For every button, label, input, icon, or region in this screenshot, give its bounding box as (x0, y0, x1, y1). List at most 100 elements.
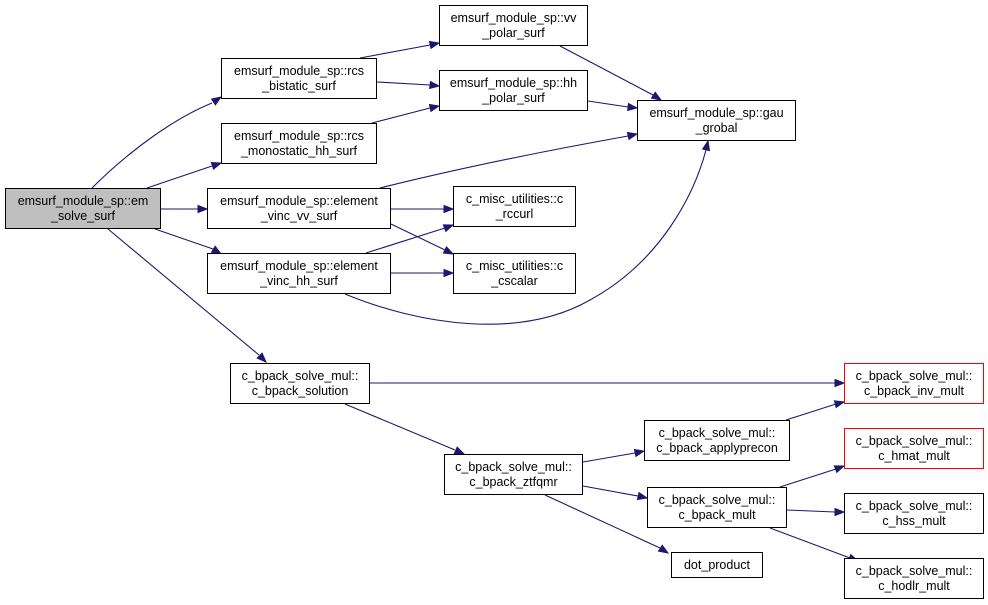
node-label-line: c_bpack_solve_mul:: (658, 492, 776, 507)
node-label-line: c_misc_utilities::c (465, 191, 564, 206)
node-label-line: emsurf_module_sp::vv (450, 10, 577, 25)
arrowhead-em-to-bpack-solution (256, 352, 267, 363)
node-label-line: c_bpack_solve_mul:: (855, 563, 973, 578)
edge-solution-to-ztfqmr (344, 403, 456, 451)
arrowhead-mult-to-hss-mult (834, 507, 846, 517)
node-c-bpack-applyprecon[interactable]: c_bpack_solve_mul:: c_bpack_applyprecon (644, 420, 790, 461)
edge-em-to-element-hh (154, 228, 214, 250)
node-label-line: c_bpack_applyprecon (656, 440, 778, 455)
node-label-line: c_bpack_solve_mul:: (455, 459, 572, 474)
node-label-line: _grobal (695, 120, 738, 135)
node-element-vinc-hh-surf[interactable]: emsurf_module_sp::element _vinc_hh_surf (207, 253, 391, 294)
node-c-bpack-inv-mult[interactable]: c_bpack_solve_mul:: c_bpack_inv_mult (844, 363, 984, 404)
edge-applyprecon-to-inv-mult (785, 403, 837, 421)
arrowhead-monostatic-to-hh-polar (428, 103, 441, 113)
node-label-line: c_bpack_solution (251, 383, 349, 398)
edge-mult-to-hodlr-mult (769, 527, 851, 559)
arrowhead-element-vv-to-rccurl (443, 204, 455, 214)
edge-ztfqmr-to-dot-product (544, 494, 661, 549)
node-label-line: emsurf_module_sp::rcs (234, 128, 364, 143)
node-element-vinc-vv-surf[interactable]: emsurf_module_sp::element _vinc_vv_surf (207, 188, 391, 229)
node-label-line: emsurf_module_sp::em (17, 193, 149, 208)
edge-mult-to-hss-mult (786, 509, 836, 513)
node-label-line: c_bpack_solve_mul:: (241, 368, 359, 383)
node-rcs-monostatic-hh-surf[interactable]: emsurf_module_sp::rcs _monostatic_hh_sur… (221, 123, 377, 164)
node-label-line: c_bpack_solve_mul:: (658, 425, 776, 440)
node-label-line: c_hmat_mult (878, 448, 950, 463)
arrowhead-ztfqmr-to-applyprecon (633, 448, 646, 458)
node-dot-product[interactable]: dot_product (671, 552, 763, 578)
node-label-line: _polar_surf (482, 90, 545, 105)
node-label-line: emsurf_module_sp::element (220, 258, 378, 273)
arrowhead-ztfqmr-to-dot-product (657, 544, 670, 554)
arrowhead-mult-to-hmat-mult (833, 465, 846, 474)
edge-monostatic-to-hh-polar (371, 107, 431, 124)
edge-element-hh-to-rccurl (365, 227, 446, 254)
node-label-line: c_bpack_mult (678, 507, 756, 522)
node-label-line: _solve_surf (51, 208, 115, 223)
arrowhead-element-vv-to-gau (626, 131, 639, 141)
arrowhead-applyprecon-to-inv-mult (833, 400, 846, 409)
arrowhead-solution-to-ztfqmr (453, 446, 466, 455)
arrowhead-ztfqmr-to-mult (636, 491, 649, 501)
node-label-line: dot_product (683, 557, 751, 572)
node-label-line: c_bpack_solve_mul:: (855, 368, 973, 383)
edge-em-to-bpack-solution (107, 228, 260, 356)
edge-vv-polar-to-gau (559, 45, 654, 96)
node-label-line: _cscalar (491, 273, 538, 288)
node-label-line: _vinc_hh_surf (260, 273, 338, 288)
edge-mult-to-hmat-mult (779, 468, 837, 488)
node-c-bpack-ztfqmr[interactable]: c_bpack_solve_mul:: c_bpack_ztfqmr (444, 454, 583, 495)
arrowhead-element-hh-to-gau (701, 139, 711, 152)
arrowhead-solution-to-inv-mult (834, 378, 846, 388)
edge-em-to-rcs-bistatic (91, 102, 213, 189)
node-label-line: c_bpack_solve_mul:: (855, 433, 973, 448)
node-label-line: c_hodlr_mult (878, 578, 950, 593)
node-label-line: emsurf_module_sp::hh (449, 75, 578, 90)
node-c-cscalar[interactable]: c_misc_utilities::c _cscalar (453, 253, 576, 294)
node-label-line: _polar_surf (482, 25, 545, 40)
node-label-line: emsurf_module_sp::rcs (234, 63, 364, 78)
node-label-line: c_bpack_ztfqmr (469, 474, 558, 489)
node-c-hss-mult[interactable]: c_bpack_solve_mul:: c_hss_mult (844, 493, 984, 534)
arrowhead-em-to-element-vv (197, 204, 209, 214)
node-label-line: _rccurl (495, 206, 534, 221)
edge-ztfqmr-to-applyprecon (582, 452, 636, 463)
node-vv-polar-surf[interactable]: emsurf_module_sp::vv _polar_surf (439, 5, 588, 46)
node-gau-grobal[interactable]: emsurf_module_sp::gau _grobal (637, 100, 796, 141)
node-c-hodlr-mult[interactable]: c_bpack_solve_mul:: c_hodlr_mult (844, 558, 984, 599)
arrowhead-em-to-rcs-monostatic (210, 161, 223, 171)
arrowhead-vv-polar-to-gau (650, 91, 663, 101)
node-label-line: _monostatic_hh_surf (240, 143, 358, 158)
edge-ztfqmr-to-mult (582, 485, 639, 497)
arrowhead-bistatic-to-vv-polar (428, 40, 441, 50)
node-c-bpack-solution[interactable]: c_bpack_solve_mul:: c_bpack_solution (230, 363, 370, 404)
node-em-solve-surf[interactable]: emsurf_module_sp::em _solve_surf (5, 188, 161, 229)
edge-em-to-rcs-monostatic (146, 165, 213, 189)
edge-bistatic-to-vv-polar (359, 44, 431, 59)
node-label-line: emsurf_module_sp::element (220, 193, 378, 208)
arrowhead-em-to-rcs-bistatic (210, 96, 223, 106)
node-c-bpack-mult[interactable]: c_bpack_solve_mul:: c_bpack_mult (647, 487, 787, 528)
edge-bistatic-to-hh-polar (376, 81, 431, 86)
edge-element-hh-to-gau (344, 149, 707, 325)
arrowhead-element-hh-to-rccurl (442, 224, 455, 233)
node-label-line: c_misc_utilities::c (465, 258, 564, 273)
edge-hh-polar-to-gau (587, 100, 629, 108)
arrowhead-bistatic-to-hh-polar (429, 80, 441, 90)
node-label-line: c_bpack_inv_mult (863, 383, 965, 398)
arrowhead-element-vv-to-cscalar (442, 245, 455, 255)
node-hh-polar-surf[interactable]: emsurf_module_sp::hh _polar_surf (439, 70, 588, 111)
arrowhead-hh-polar-to-gau (627, 102, 639, 112)
node-c-hmat-mult[interactable]: c_bpack_solve_mul:: c_hmat_mult (844, 428, 984, 469)
node-label-line: _bistatic_surf (262, 78, 336, 93)
node-c-rccurl[interactable]: c_misc_utilities::c _rccurl (453, 186, 576, 227)
node-label-line: emsurf_module_sp::gau (649, 105, 784, 120)
node-label-line: c_hss_mult (882, 513, 946, 528)
node-rcs-bistatic-surf[interactable]: emsurf_module_sp::rcs _bistatic_surf (221, 58, 377, 99)
edge-element-vv-to-gau (379, 135, 629, 189)
node-label-line: _vinc_vv_surf (260, 208, 338, 223)
arrowhead-element-hh-to-cscalar (443, 268, 455, 278)
